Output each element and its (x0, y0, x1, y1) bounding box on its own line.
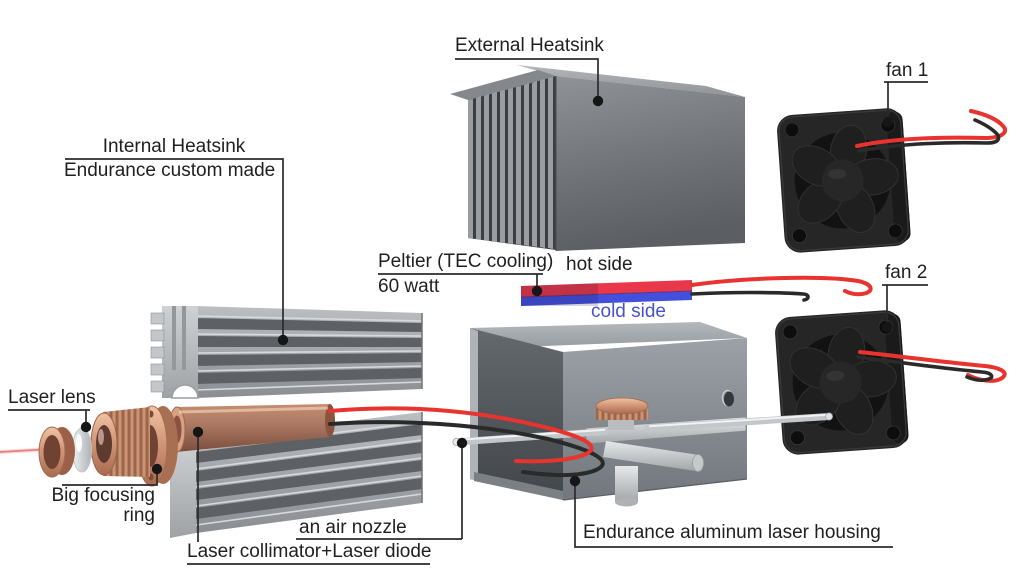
label-internal-heatsink-title: Internal Heatsink (102, 136, 246, 157)
label-fan2: fan 2 (885, 262, 928, 283)
label-internal-heatsink-subtitle: Endurance custom made (64, 160, 276, 181)
label-laser-lens: Laser lens (8, 387, 96, 408)
lens-holder-ring-graphic (38, 426, 75, 478)
label-fan1: fan 1 (886, 60, 929, 81)
housing-graphic (470, 322, 748, 507)
label-cold-side: cold side (591, 301, 666, 322)
nozzle-outlet-cylinder (603, 441, 699, 471)
label-peltier: Peltier (TEC cooling) (378, 251, 554, 272)
internal-heatsink-graphic (150, 306, 423, 399)
diode-black-wire (328, 420, 605, 478)
label-air-nozzle: an air nozzle (299, 517, 407, 538)
label-peltier-watt: 60 watt (378, 276, 440, 297)
label-laser-collimator: Laser collimator+Laser diode (187, 541, 432, 562)
copper-knob-top (595, 397, 649, 415)
focusing-knurled-ring-graphic (90, 407, 150, 477)
external-heatsink-graphic (450, 65, 745, 251)
diode-red-wire (328, 406, 594, 464)
fan1-black-wire (857, 118, 1001, 153)
label-housing: Endurance aluminum laser housing (583, 522, 881, 543)
leader-lines (8, 58, 928, 565)
label-big-focusing: Big focusing (51, 485, 155, 506)
fan2-graphic (773, 308, 1007, 457)
label-external-heatsink: External Heatsink (455, 35, 604, 56)
fan1-red-wire (855, 109, 1008, 148)
nozzle-fitting-graphic (585, 397, 747, 507)
peltier-cold-side (521, 291, 692, 306)
fan2-black-wire (856, 355, 994, 383)
peltier-hot-side (521, 280, 692, 297)
fan2-red-wire (858, 350, 1007, 383)
leader-dots (80, 95, 894, 487)
laser-lens-graphic (72, 427, 92, 473)
diode-wires (328, 406, 605, 478)
label-hot-side: hot side (566, 254, 633, 275)
peltier-black-wire (690, 290, 810, 302)
peltier-graphic (520, 275, 873, 306)
label-big-focusing-ring: ring (123, 505, 155, 526)
peltier-red-wire (690, 275, 873, 297)
fan1-graphic (775, 106, 1008, 255)
external-heatsink-fins (468, 77, 553, 249)
